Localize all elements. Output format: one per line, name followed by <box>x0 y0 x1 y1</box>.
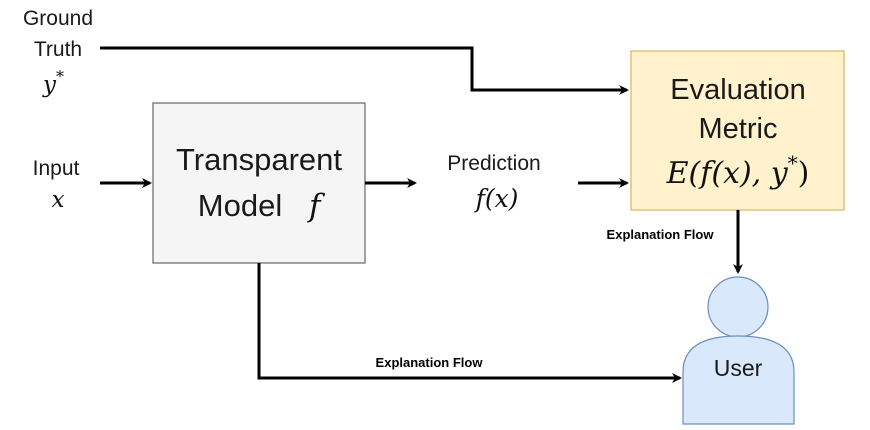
input-label: Input <box>33 157 80 180</box>
evaluation-metric-box: Evaluation Metric E(f(x), y*) <box>630 50 845 211</box>
metric-formula-sup: * <box>788 151 798 175</box>
user-body <box>682 335 795 425</box>
prediction-symbol: f(x) <box>474 184 519 213</box>
ground-truth-symbol-sup: * <box>56 67 64 86</box>
model-label-line1: Transparent <box>176 142 342 177</box>
prediction-node: Prediction f(x) <box>447 152 540 213</box>
explanation-flow-label-bottom: Explanation Flow <box>376 355 484 370</box>
input-node: Input x <box>33 157 80 213</box>
user-node: User <box>682 276 795 425</box>
ground-truth-symbol: y* <box>42 67 64 98</box>
metric-box-rect <box>630 50 845 211</box>
prediction-label: Prediction <box>447 152 540 175</box>
metric-formula-close: ) <box>798 156 810 191</box>
metric-formula: E(f(x), y*) <box>666 151 810 191</box>
input-symbol: x <box>52 187 65 213</box>
metric-formula-main: E(f(x), y <box>666 156 789 191</box>
metric-label-line1: Evaluation <box>670 74 805 106</box>
ground-truth-node: Ground Truth y* <box>23 7 93 98</box>
metric-label-line2: Metric <box>699 113 778 145</box>
ground-truth-label-line2: Truth <box>34 38 82 61</box>
ground-truth-label-line1: Ground <box>23 7 93 30</box>
ground-truth-arrow <box>100 46 629 95</box>
explanation-flow-label-top: Explanation Flow <box>607 227 715 242</box>
model-box-rect <box>152 102 366 264</box>
transparent-model-box: Transparent Model f <box>152 102 366 264</box>
user-icon <box>682 276 795 425</box>
model-label-line2: Model <box>198 188 282 223</box>
ground-truth-symbol-base: y <box>42 72 57 98</box>
model-to-user-arrow <box>257 263 682 383</box>
user-label: User <box>714 355 763 381</box>
user-head <box>707 276 769 338</box>
